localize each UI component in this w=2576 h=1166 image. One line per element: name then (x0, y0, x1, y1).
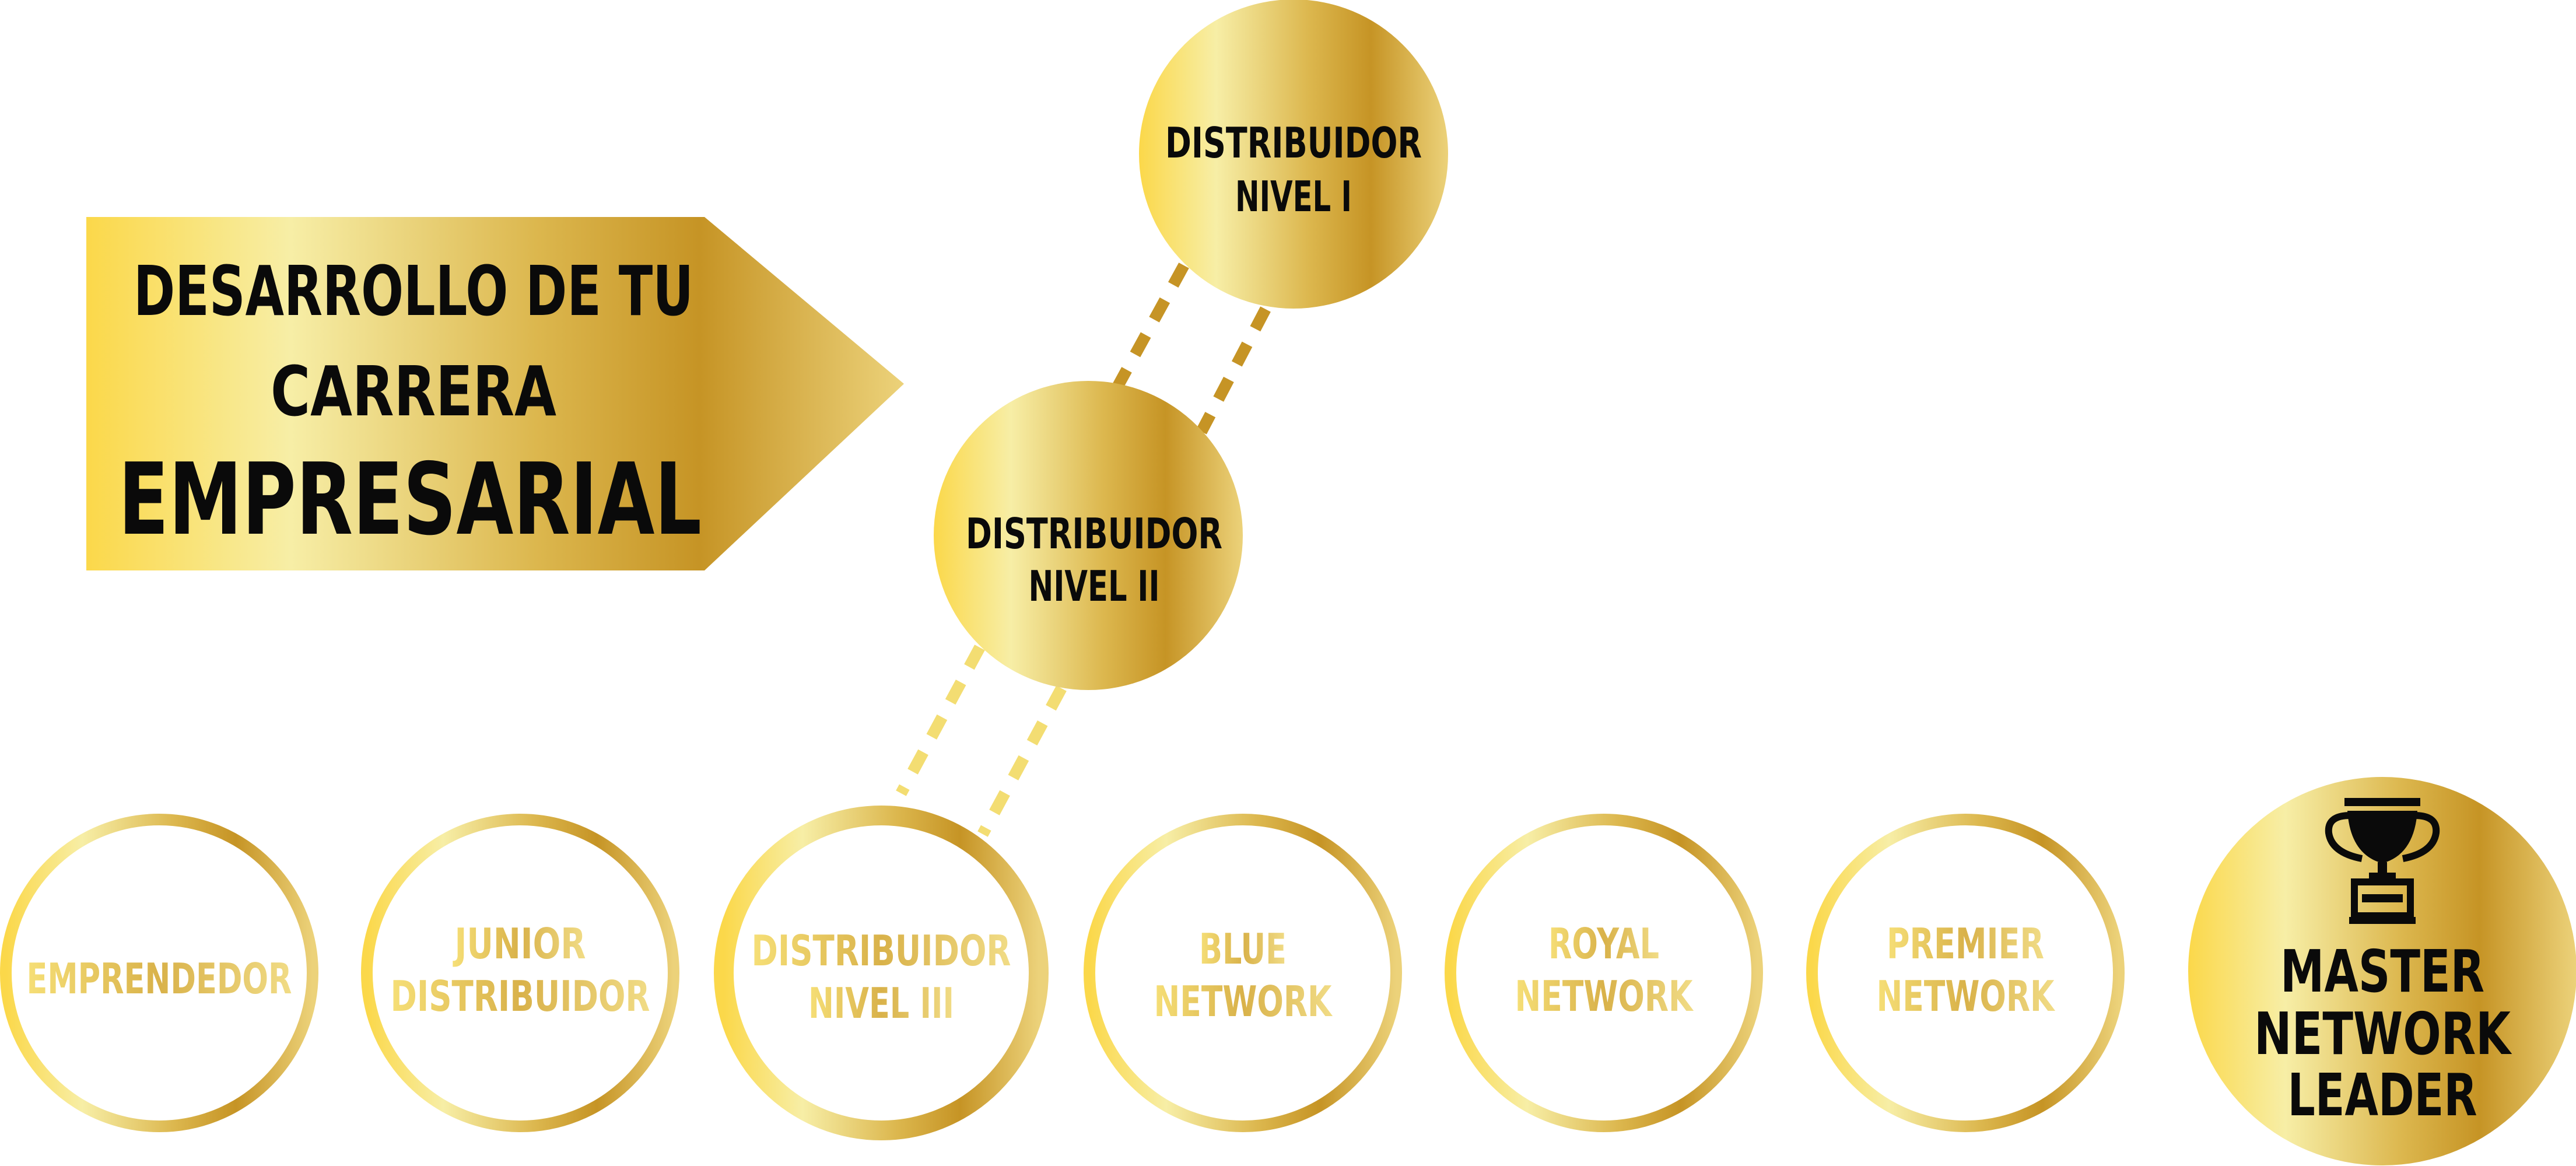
level-label-line-3: LEADER (2288, 1061, 2477, 1129)
level-label-line-2: DISTRIBUIDOR (391, 972, 650, 1021)
connector-line (1196, 306, 1271, 435)
level-ring (714, 806, 1049, 1140)
level-label-line-1: JUNIOR (453, 919, 586, 968)
level-label-line-1: DISTRIBUIDOR (752, 926, 1011, 975)
level-label-line-1: DISTRIBUIDOR (1165, 118, 1422, 167)
level-distribuidor-nivel-i: DISTRIBUIDOR NIVEL I (1139, 0, 1448, 309)
title-line-2: CARRERA (271, 351, 556, 432)
level-distribuidor-nivel-ii: DISTRIBUIDOR NIVEL II (934, 381, 1243, 690)
connector-line (896, 645, 985, 796)
trophy-icon (2325, 798, 2440, 924)
connector-line (977, 685, 1067, 837)
title-banner-arrow (86, 217, 904, 570)
level-ring (1806, 814, 2125, 1132)
level-royal-network: ROYAL NETWORK (1445, 814, 1763, 1132)
level-label-line-1: DISTRIBUIDOR (966, 509, 1222, 558)
title-banner: DESARROLLO DE TU CARRERA EMPRESARIAL (86, 217, 904, 570)
title-line-1: DESARROLLO DE TU (134, 251, 693, 331)
connector-group (896, 262, 1271, 837)
level-circle (2188, 777, 2576, 1165)
connector-line (1112, 262, 1189, 391)
level-ring (1084, 814, 1402, 1132)
level-label-line-1: MASTER (2280, 937, 2484, 1006)
title-line-3: EMPRESARIAL (118, 442, 702, 558)
level-label-line-1: PREMIER (1887, 919, 2044, 968)
level-label-line-2: NETWORK (1877, 972, 2056, 1021)
level-label-line-2: NETWORK (1515, 972, 1694, 1021)
level-ring (1445, 814, 1763, 1132)
level-label-line-2: NETWORK (2254, 1000, 2512, 1068)
level-ring (0, 814, 318, 1132)
level-blue-network: BLUE NETWORK (1084, 814, 1402, 1132)
level-label-line-2: NIVEL III (808, 979, 954, 1028)
level-label-line-2: NIVEL I (1235, 172, 1352, 221)
level-emprendedor: EMPRENDEDOR (0, 814, 318, 1132)
level-master-network-leader: MASTER NETWORK LEADER (2188, 777, 2576, 1165)
level-premier-network: PREMIER NETWORK (1806, 814, 2125, 1132)
level-label-line-1: EMPRENDEDOR (27, 954, 292, 1003)
level-label-line-2: NIVEL II (1029, 562, 1160, 611)
level-junior-distribuidor: JUNIOR DISTRIBUIDOR (361, 814, 679, 1132)
level-circle (934, 381, 1243, 690)
level-label-line-2: NETWORK (1154, 977, 1333, 1026)
level-label-line-1: BLUE (1199, 925, 1287, 974)
level-label-line-1: ROYAL (1548, 919, 1659, 968)
level-distribuidor-nivel-iii: DISTRIBUIDOR NIVEL III (714, 806, 1049, 1140)
level-ring (361, 814, 679, 1132)
level-circle (1139, 0, 1448, 309)
